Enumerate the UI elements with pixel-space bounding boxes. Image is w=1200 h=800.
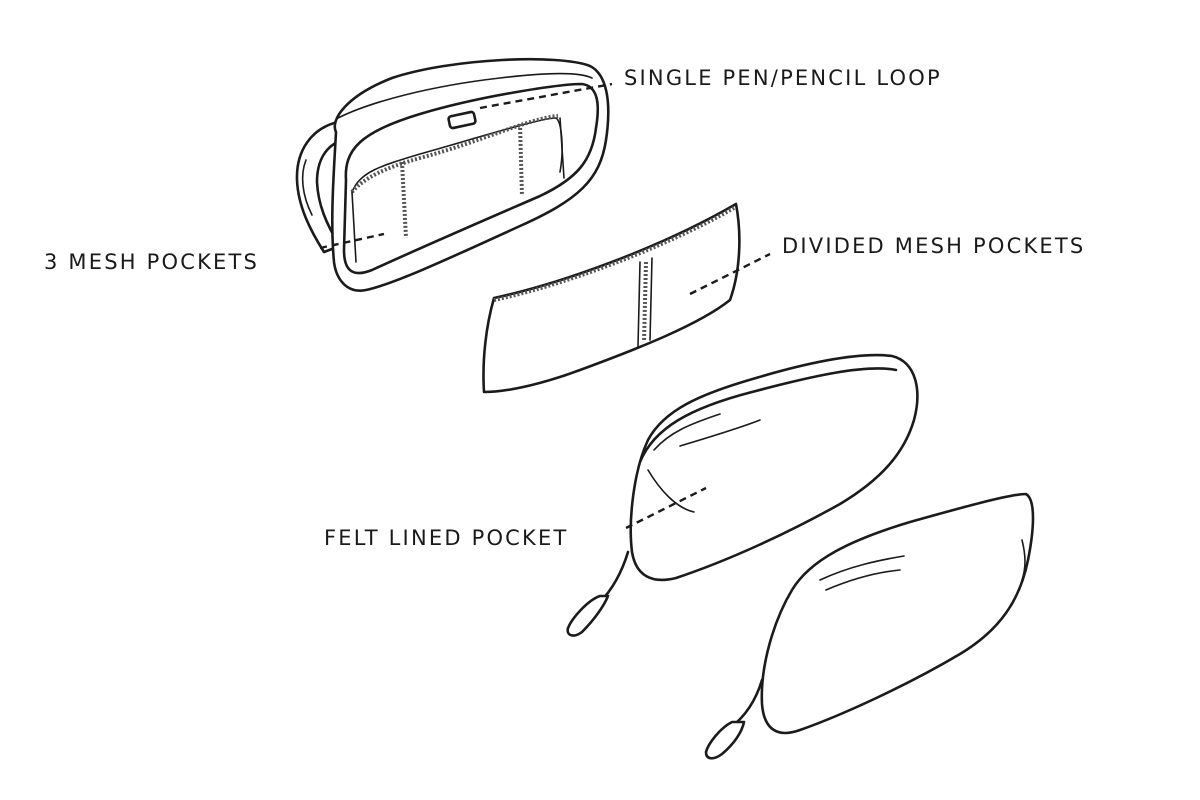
pen-loop	[447, 110, 477, 130]
felt-pouch-zip-loop	[566, 594, 610, 637]
pouch-body	[330, 57, 610, 292]
mesh-insert-body	[482, 202, 741, 394]
leader-divided-mesh	[689, 252, 771, 296]
leader-mesh-pockets	[319, 232, 385, 250]
callout-pen-loop: SINGLE PEN/PENCIL LOOP	[624, 66, 942, 90]
mesh-insert-hem	[493, 206, 735, 302]
leader-pen-loop	[479, 82, 613, 110]
side-handle	[295, 120, 344, 254]
closed-pouch-drawing	[704, 492, 1035, 760]
felt-pouch-drawing	[566, 353, 919, 637]
leader-felt-pocket	[625, 486, 707, 530]
closed-pouch-body	[760, 492, 1035, 735]
open-pouch-drawing	[295, 57, 610, 292]
felt-pouch-body	[629, 353, 919, 582]
callout-felt-pocket: FELT LINED POCKET	[324, 526, 569, 550]
closed-pouch-zip-loop	[704, 720, 746, 760]
mesh-insert-drawing	[482, 202, 741, 394]
felt-pouch-zipper	[598, 550, 630, 604]
callout-mesh-pockets: 3 MESH POCKETS	[44, 250, 260, 274]
callout-divided-mesh: DIVIDED MESH POCKETS	[782, 234, 1086, 258]
